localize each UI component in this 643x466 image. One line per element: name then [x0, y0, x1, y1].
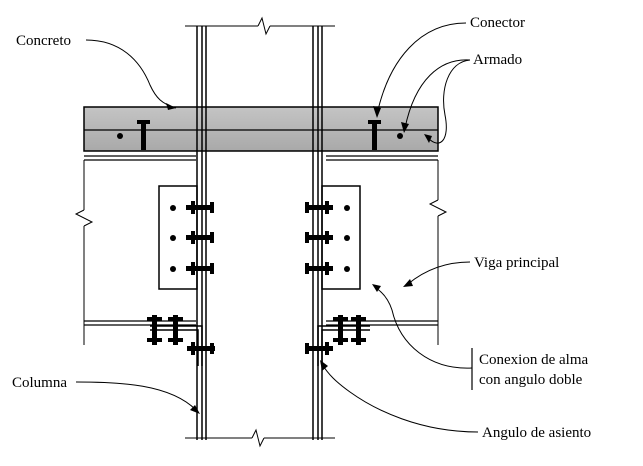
rebar-dot-right [397, 133, 403, 139]
web-bolts-right [305, 201, 350, 275]
label-concreto: Concreto [16, 33, 71, 49]
leader-columna [75, 381, 197, 411]
leader-concreto [85, 39, 177, 109]
label-conector: Conector [470, 15, 525, 31]
column-bottom-break [185, 428, 335, 448]
label-angulo-asiento: Angulo de asiento [482, 425, 591, 441]
beam-right-break [428, 199, 448, 217]
seat-angle-right [305, 315, 370, 366]
label-viga-principal: Viga principal [474, 255, 559, 271]
label-armado: Armado [473, 52, 522, 68]
leader-conexion [375, 287, 473, 369]
seat-angle-left [147, 315, 215, 366]
leader-armado-1 [404, 59, 471, 129]
web-bolts-left [170, 201, 214, 275]
beam-bottom-flange-left [84, 320, 196, 326]
label-columna: Columna [12, 375, 67, 391]
concrete-slab [83, 106, 439, 152]
shear-connector-left [137, 120, 150, 150]
leader-viga-principal [407, 261, 471, 285]
leader-angulo-asiento [321, 363, 479, 433]
shear-connector-right [368, 120, 381, 150]
column-left-flange [196, 26, 207, 440]
column-top-break [185, 16, 335, 36]
label-conexion-line1: Conexion de alma [479, 352, 588, 368]
leader-armado-2 [427, 59, 471, 144]
column-right-flange [312, 26, 323, 440]
leader-conector [377, 22, 467, 111]
label-conexion-line2: con angulo doble [479, 372, 583, 388]
rebar-dot-left [117, 133, 123, 139]
beam-left-break [74, 209, 94, 227]
